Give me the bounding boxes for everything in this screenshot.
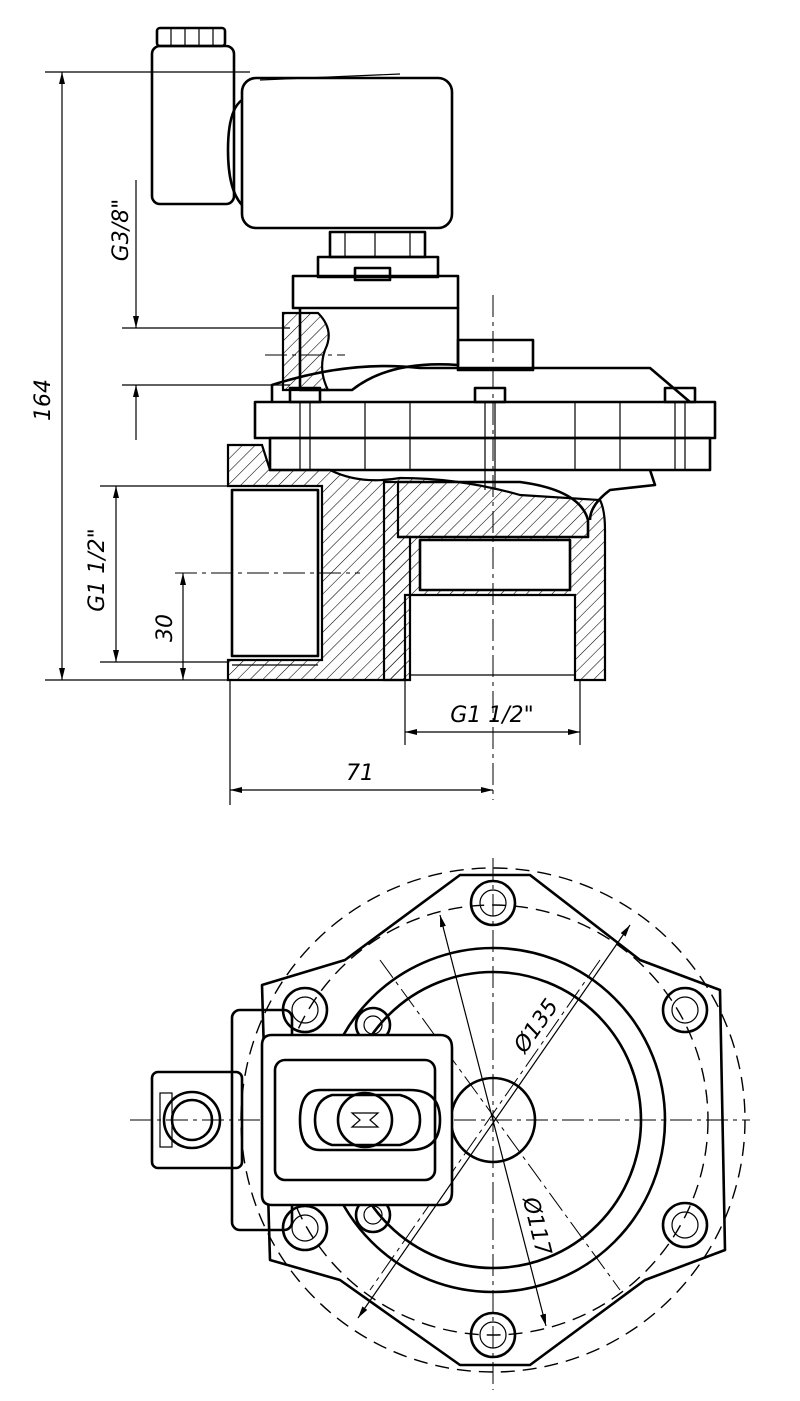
diaphragm-cover [253,364,717,521]
dim-inlet-to-axis: 71 [346,761,374,786]
bolt-right-top [661,986,709,1034]
bolt-right-bottom [661,1201,709,1249]
dim-line-117 [439,914,547,1327]
pilot-body [265,274,535,392]
dim-bore-dia: Ø117 [517,1194,556,1259]
dim-pilot-thread: G3/8" [109,199,134,262]
valve-body-section [175,443,607,682]
coil-nut [316,230,440,282]
dimension-lines [45,71,581,805]
dim-height-total: 164 [31,379,56,421]
side-view: 164 G3/8" G1 1/2" 30 G1 1/2" 71 [31,26,717,805]
dim-inlet-center-height: 30 [153,614,178,642]
side-connector [150,1070,244,1170]
solenoid-coil [226,73,454,230]
dim-bolt-circle-dia: Ø135 [509,995,564,1059]
dim-outlet-thread: G1 1/2" [450,703,534,728]
pilot-plate [230,1008,454,1232]
dim-inlet-thread: G1 1/2" [85,528,110,612]
bolt-left-top [281,986,329,1034]
top-view: Ø135 Ø117 [130,858,750,1390]
connector-plug [150,26,236,206]
flange-outline [260,873,727,1367]
